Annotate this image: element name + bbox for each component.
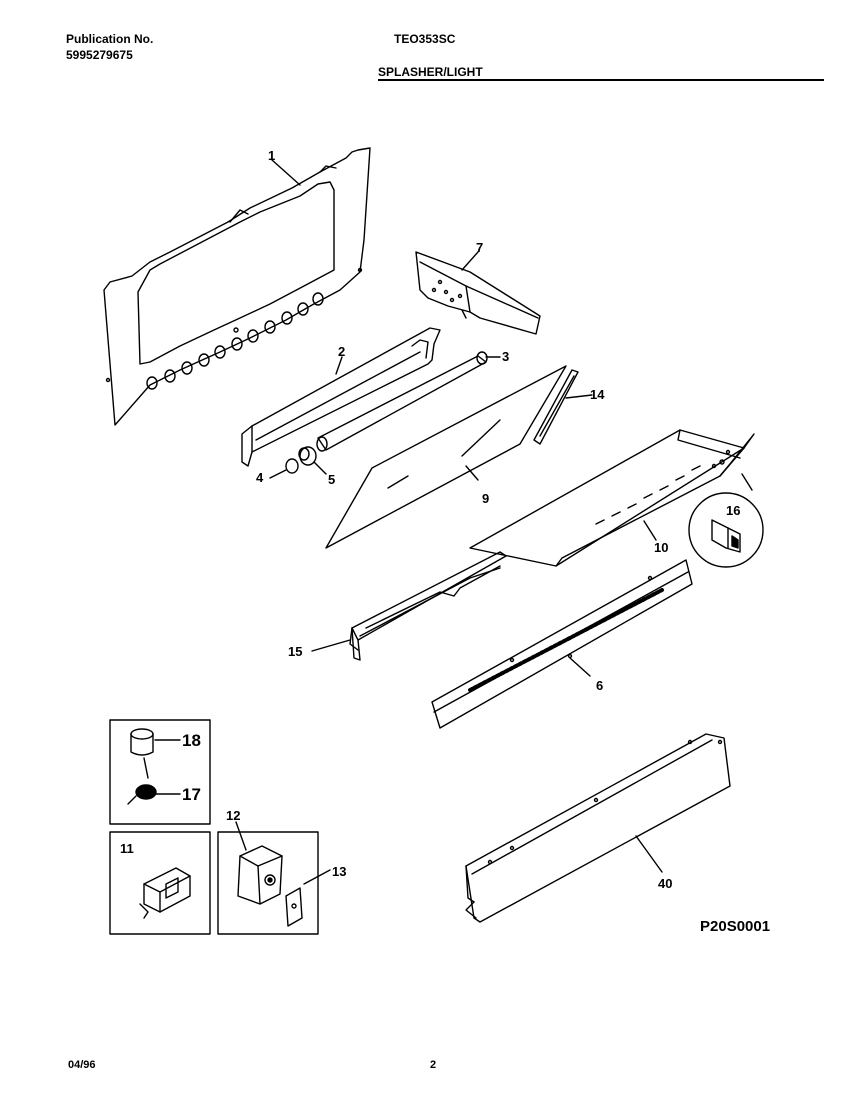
leader-15 — [311, 639, 351, 652]
callout-9: 9 — [482, 491, 489, 506]
callout-5: 5 — [328, 472, 335, 487]
leader-6 — [569, 657, 591, 677]
part-6-vent-strip — [431, 559, 693, 729]
leader-4 — [269, 469, 287, 479]
part-5-lamp-holder — [298, 446, 317, 466]
part-9-glass — [325, 365, 567, 549]
part-40-front-trim — [465, 733, 731, 923]
publication-label: Publication No. — [66, 32, 154, 46]
part-14-clip — [533, 369, 579, 445]
callout-40: 40 — [658, 876, 672, 891]
callout-6: 6 — [596, 678, 603, 693]
part-17-socket — [127, 784, 157, 805]
callout-16: 16 — [726, 503, 740, 518]
callout-18: 18 — [182, 731, 201, 750]
part-13-bracket — [285, 887, 303, 927]
callout-15: 15 — [288, 644, 302, 659]
model-number: TEO353SC — [394, 32, 456, 46]
panel-vent-holes — [146, 292, 324, 390]
leader-7 — [461, 251, 479, 271]
publication-number: 5995279675 — [66, 48, 133, 62]
part-12-starter — [237, 845, 283, 905]
part-10-control-shelf — [469, 429, 755, 567]
leader-2 — [335, 356, 343, 375]
inset-box-17-18 — [109, 719, 211, 825]
header-rule — [378, 79, 824, 81]
callout-12: 12 — [226, 808, 240, 823]
part-11-ballast — [139, 867, 191, 919]
part-2-lamp-channel — [241, 327, 441, 467]
callout-17: 17 — [182, 785, 201, 804]
callout-2: 2 — [338, 344, 345, 359]
inset-box-11 — [109, 831, 211, 935]
inset-box-12-13 — [217, 821, 331, 935]
callout-4: 4 — [256, 470, 264, 485]
leader-1 — [271, 159, 301, 186]
callout-10: 10 — [654, 540, 668, 555]
callout-1: 1 — [268, 148, 275, 163]
part-1-splasher-panel — [103, 147, 371, 426]
leader-5 — [313, 461, 327, 475]
callout-7: 7 — [476, 240, 483, 255]
part-4-washer — [285, 458, 299, 474]
part-16-switch — [688, 473, 764, 568]
footer-page: 2 — [430, 1059, 437, 1071]
part-18-lamp — [130, 728, 154, 756]
callout-3: 3 — [502, 349, 509, 364]
leader-14 — [565, 394, 593, 399]
leader-40 — [635, 835, 663, 873]
leader-10 — [643, 520, 657, 541]
part-3-tube — [316, 351, 488, 452]
diagram-code: P20S0001 — [700, 918, 770, 935]
part-7-bracket — [415, 251, 541, 335]
footer-date: 04/96 — [68, 1059, 96, 1071]
section-title: SPLASHER/LIGHT — [378, 65, 483, 79]
callout-11: 11 — [120, 841, 134, 856]
callout-14: 14 — [590, 387, 605, 402]
leader-9 — [465, 465, 479, 481]
part-15-trim — [349, 551, 507, 661]
callout-13: 13 — [332, 864, 346, 879]
